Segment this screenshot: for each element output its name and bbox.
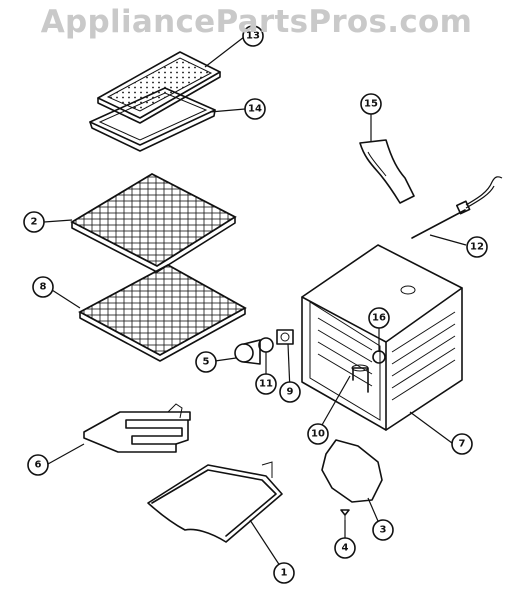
callout-1: 1 bbox=[273, 562, 295, 584]
callout-11-label: 11 bbox=[259, 379, 273, 390]
callout-6-label: 6 bbox=[35, 460, 42, 471]
callout-9-label: 9 bbox=[287, 387, 294, 398]
callout-5-label: 5 bbox=[203, 357, 210, 368]
bake-element bbox=[147, 461, 283, 543]
callout-14-label: 14 bbox=[248, 104, 262, 115]
oven-rack-lower bbox=[78, 263, 247, 362]
callout-4: 4 bbox=[334, 537, 356, 559]
callout-16: 16 bbox=[368, 307, 390, 329]
temperature-sensor bbox=[411, 176, 503, 239]
callout-12: 12 bbox=[466, 236, 488, 258]
callout-14: 14 bbox=[244, 98, 266, 120]
callout-2: 2 bbox=[23, 211, 45, 233]
callout-8: 8 bbox=[32, 276, 54, 298]
callout-15-label: 15 bbox=[364, 99, 378, 110]
oven-light-socket bbox=[276, 329, 294, 345]
callout-12-label: 12 bbox=[470, 242, 484, 253]
callout-9: 9 bbox=[279, 381, 301, 403]
oven-rack-upper bbox=[70, 172, 237, 273]
callout-6: 6 bbox=[27, 454, 49, 476]
callout-8-label: 8 bbox=[40, 282, 47, 293]
callout-10: 10 bbox=[307, 423, 329, 445]
callout-3-label: 3 bbox=[380, 525, 387, 536]
callout-11: 11 bbox=[255, 373, 277, 395]
vent-duct bbox=[359, 139, 415, 204]
callout-3: 3 bbox=[372, 519, 394, 541]
broil-element bbox=[83, 403, 191, 453]
screw bbox=[340, 509, 350, 520]
oven-light-lens bbox=[234, 339, 261, 365]
callout-13: 13 bbox=[242, 25, 264, 47]
callout-5: 5 bbox=[195, 351, 217, 373]
callout-15: 15 bbox=[360, 93, 382, 115]
broiler-pan-insert bbox=[97, 51, 221, 124]
callout-16-label: 16 bbox=[372, 313, 386, 324]
broiler-pan bbox=[89, 87, 216, 152]
oven-cavity bbox=[301, 244, 463, 431]
callout-7: 7 bbox=[451, 433, 473, 455]
callout-2-label: 2 bbox=[31, 217, 38, 228]
callout-1-label: 1 bbox=[281, 568, 288, 579]
callout-10-label: 10 bbox=[311, 429, 325, 440]
leader-lines bbox=[43, 36, 467, 573]
callout-4-label: 4 bbox=[342, 543, 349, 554]
callout-13-label: 13 bbox=[246, 31, 260, 42]
cover-plate bbox=[321, 439, 383, 503]
callout-7-label: 7 bbox=[459, 439, 466, 450]
